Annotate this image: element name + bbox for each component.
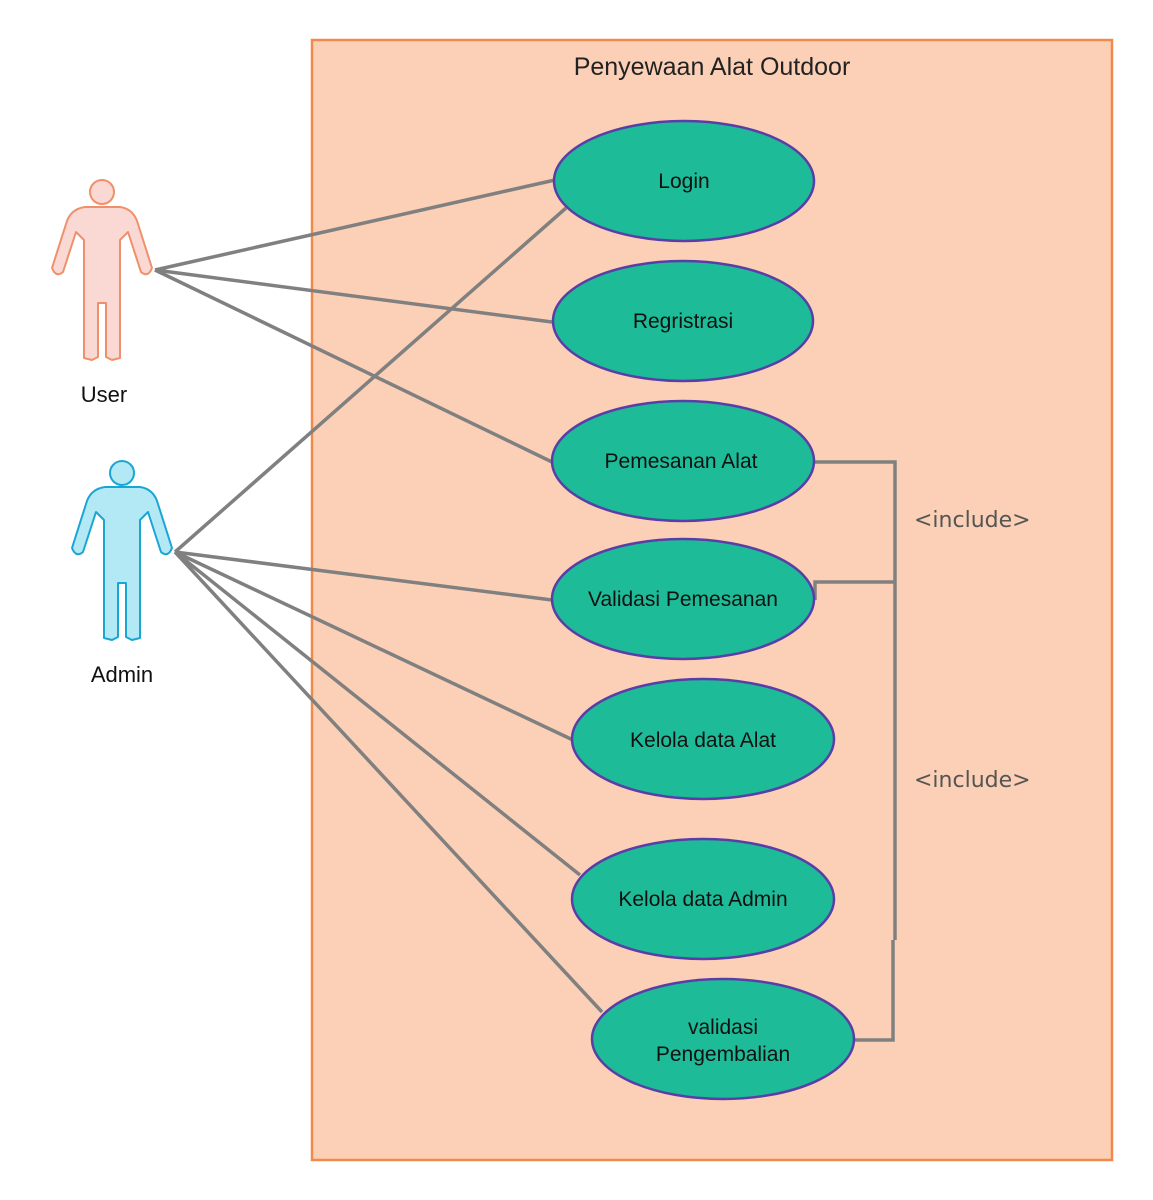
include-connectors [813, 460, 897, 1042]
user-actor-head [89, 179, 115, 205]
system-title: Penyewaan Alat Outdoor [574, 53, 851, 81]
assoc-admin-validasi-pemesanan [174, 550, 553, 602]
use-case-kelola-data-admin-label: Kelola data Admin [618, 888, 787, 911]
use-case-registrasi-shape [551, 259, 815, 383]
use-case-login[interactable]: Login [552, 119, 816, 243]
use-case-validasi-pengembalian-shape [590, 977, 856, 1101]
admin-associations [173, 206, 604, 1014]
actor-user[interactable]: User [51, 179, 153, 407]
user-associations [154, 178, 556, 464]
use-case-kelola-data-alat-shape [570, 677, 836, 801]
use-case-validasi-pemesanan-shape [550, 537, 816, 661]
use-case-validasi-pengembalian-label-line1: validasi [688, 1016, 758, 1039]
assoc-admin-validasi-pengembalian [173, 550, 604, 1014]
admin-actor-label: Admin [91, 662, 153, 687]
include-connector-pemesanan [815, 460, 897, 940]
use-case-login-shape [552, 119, 816, 243]
use-case-kelola-data-admin[interactable]: Kelola data Admin [570, 837, 836, 961]
use-case-kelola-data-alat-label: Kelola data Alat [630, 729, 776, 752]
admin-actor-icon [71, 460, 173, 641]
include-label-box-2 [905, 745, 1070, 820]
actor-admin[interactable]: Admin [71, 460, 173, 687]
use-case-validasi-pemesanan[interactable]: Validasi Pemesanan [550, 537, 816, 661]
use-case-validasi-pengembalian-label-line2: Pengembalian [656, 1043, 790, 1066]
assoc-admin-kelola-admin [173, 550, 582, 877]
include-label-box-1 [905, 485, 1070, 555]
include-label-2: <include> [914, 768, 1031, 793]
admin-actor-head [109, 460, 135, 486]
include-label-1: <include> [914, 508, 1031, 533]
include-connector-validasi-pengembalian [855, 940, 895, 1042]
use-case-registrasi-label: Regristrasi [633, 310, 733, 333]
assoc-user-registrasi [154, 268, 553, 324]
use-case-pemesanan-alat-shape [550, 399, 816, 523]
user-actor-label: User [81, 382, 127, 407]
use-case-registrasi[interactable]: Regristrasi [551, 259, 815, 383]
use-case-validasi-pemesanan-label: Validasi Pemesanan [588, 588, 778, 611]
assoc-admin-login [173, 206, 568, 554]
user-actor-icon [51, 179, 153, 361]
use-case-kelola-data-admin-shape [570, 837, 836, 961]
user-actor-body [51, 206, 153, 361]
assoc-user-pemesanan [154, 268, 553, 464]
assoc-admin-kelola-alat [174, 550, 574, 742]
include-connector-validasi-pemesanan [813, 580, 895, 600]
use-case-pemesanan-alat-label: Pemesanan Alat [605, 450, 758, 473]
use-case-pemesanan-alat[interactable]: Pemesanan Alat [550, 399, 816, 523]
use-case-validasi-pengembalian[interactable]: validasi Pengembalian [590, 977, 856, 1101]
assoc-user-login [154, 178, 556, 272]
use-case-login-label: Login [658, 170, 709, 193]
admin-actor-body [71, 486, 173, 641]
use-case-kelola-data-alat[interactable]: Kelola data Alat [570, 677, 836, 801]
